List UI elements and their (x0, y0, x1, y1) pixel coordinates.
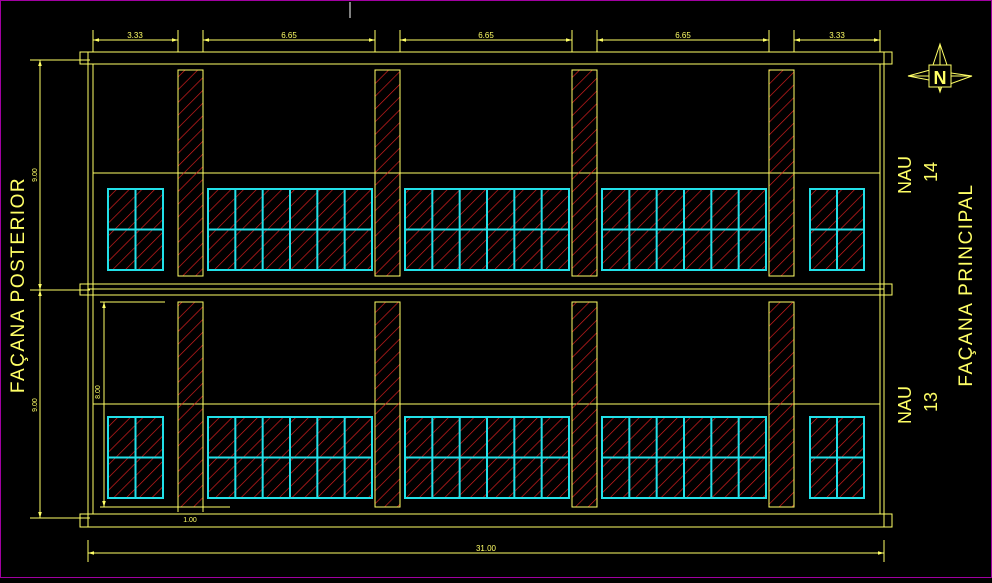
window-1-4 (601, 188, 767, 271)
dim-inner-width: 1.00 (183, 517, 197, 524)
column-1-2 (374, 69, 401, 277)
column-1-4 (768, 69, 795, 277)
window-2-3 (404, 416, 570, 499)
hatched-columns (177, 69, 795, 508)
window-1-2 (207, 188, 373, 271)
dim-top-3: 6.65 (478, 31, 494, 40)
facade-main-label: FAÇANA PRINCIPAL (956, 183, 977, 386)
window-1-1 (107, 188, 164, 271)
window-1-3 (404, 188, 570, 271)
nau-bottom-number: 13 (921, 392, 941, 412)
north-letter: N (934, 68, 947, 88)
north-arrow-icon (907, 42, 973, 94)
column-2-4 (768, 301, 795, 508)
nau-top-label: NAU (895, 156, 915, 194)
bottom-dimension (87, 540, 885, 562)
dim-total: 31.00 (476, 544, 497, 553)
column-2-1 (177, 301, 204, 508)
column-1-1 (177, 69, 204, 277)
window-2-2 (207, 416, 373, 499)
dim-top-2: 6.65 (281, 31, 297, 40)
inner-height-dimension (100, 301, 230, 512)
top-dimension-chain (92, 30, 881, 52)
dim-inner-height: 8.00 (95, 385, 102, 399)
nau-bottom-label: NAU (895, 386, 915, 424)
left-dimension (30, 59, 90, 519)
dim-top-5: 3.33 (829, 31, 845, 40)
column-1-3 (571, 69, 598, 277)
windows (107, 188, 865, 499)
facade-rear-label: FAÇANA POSTERIOR (8, 177, 29, 393)
column-2-3 (571, 301, 598, 508)
dim-left-top: 9.00 (32, 168, 39, 182)
window-2-1 (107, 416, 164, 499)
dim-top-4: 6.65 (675, 31, 691, 40)
window-2-4 (601, 416, 767, 499)
dim-top-1: 3.33 (127, 31, 143, 40)
column-2-2 (374, 301, 401, 508)
window-1-5 (809, 188, 865, 271)
dim-left-bottom: 9.00 (32, 398, 39, 412)
window-2-5 (809, 416, 865, 499)
nau-top-number: 14 (921, 162, 941, 182)
